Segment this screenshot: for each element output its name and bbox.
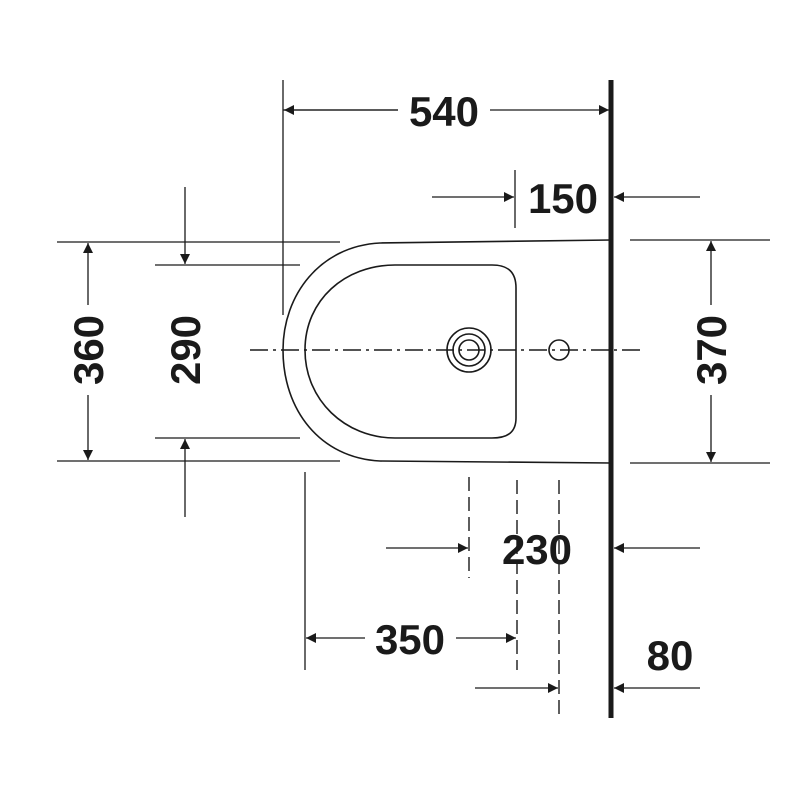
dim-350-label: 350: [375, 616, 445, 663]
dim-80-label: 80: [647, 632, 694, 679]
dim-370-label: 370: [688, 315, 735, 385]
drain-icon: [446, 327, 492, 373]
dim-150-label: 150: [528, 175, 598, 222]
dim-360-label: 360: [65, 315, 112, 385]
dim-290-label: 290: [162, 315, 209, 385]
dim-230-label: 230: [502, 526, 572, 573]
dim-540-label: 540: [409, 88, 479, 135]
tap-hole-icon: [548, 339, 570, 361]
bidet-inner-bowl: [304, 264, 517, 439]
